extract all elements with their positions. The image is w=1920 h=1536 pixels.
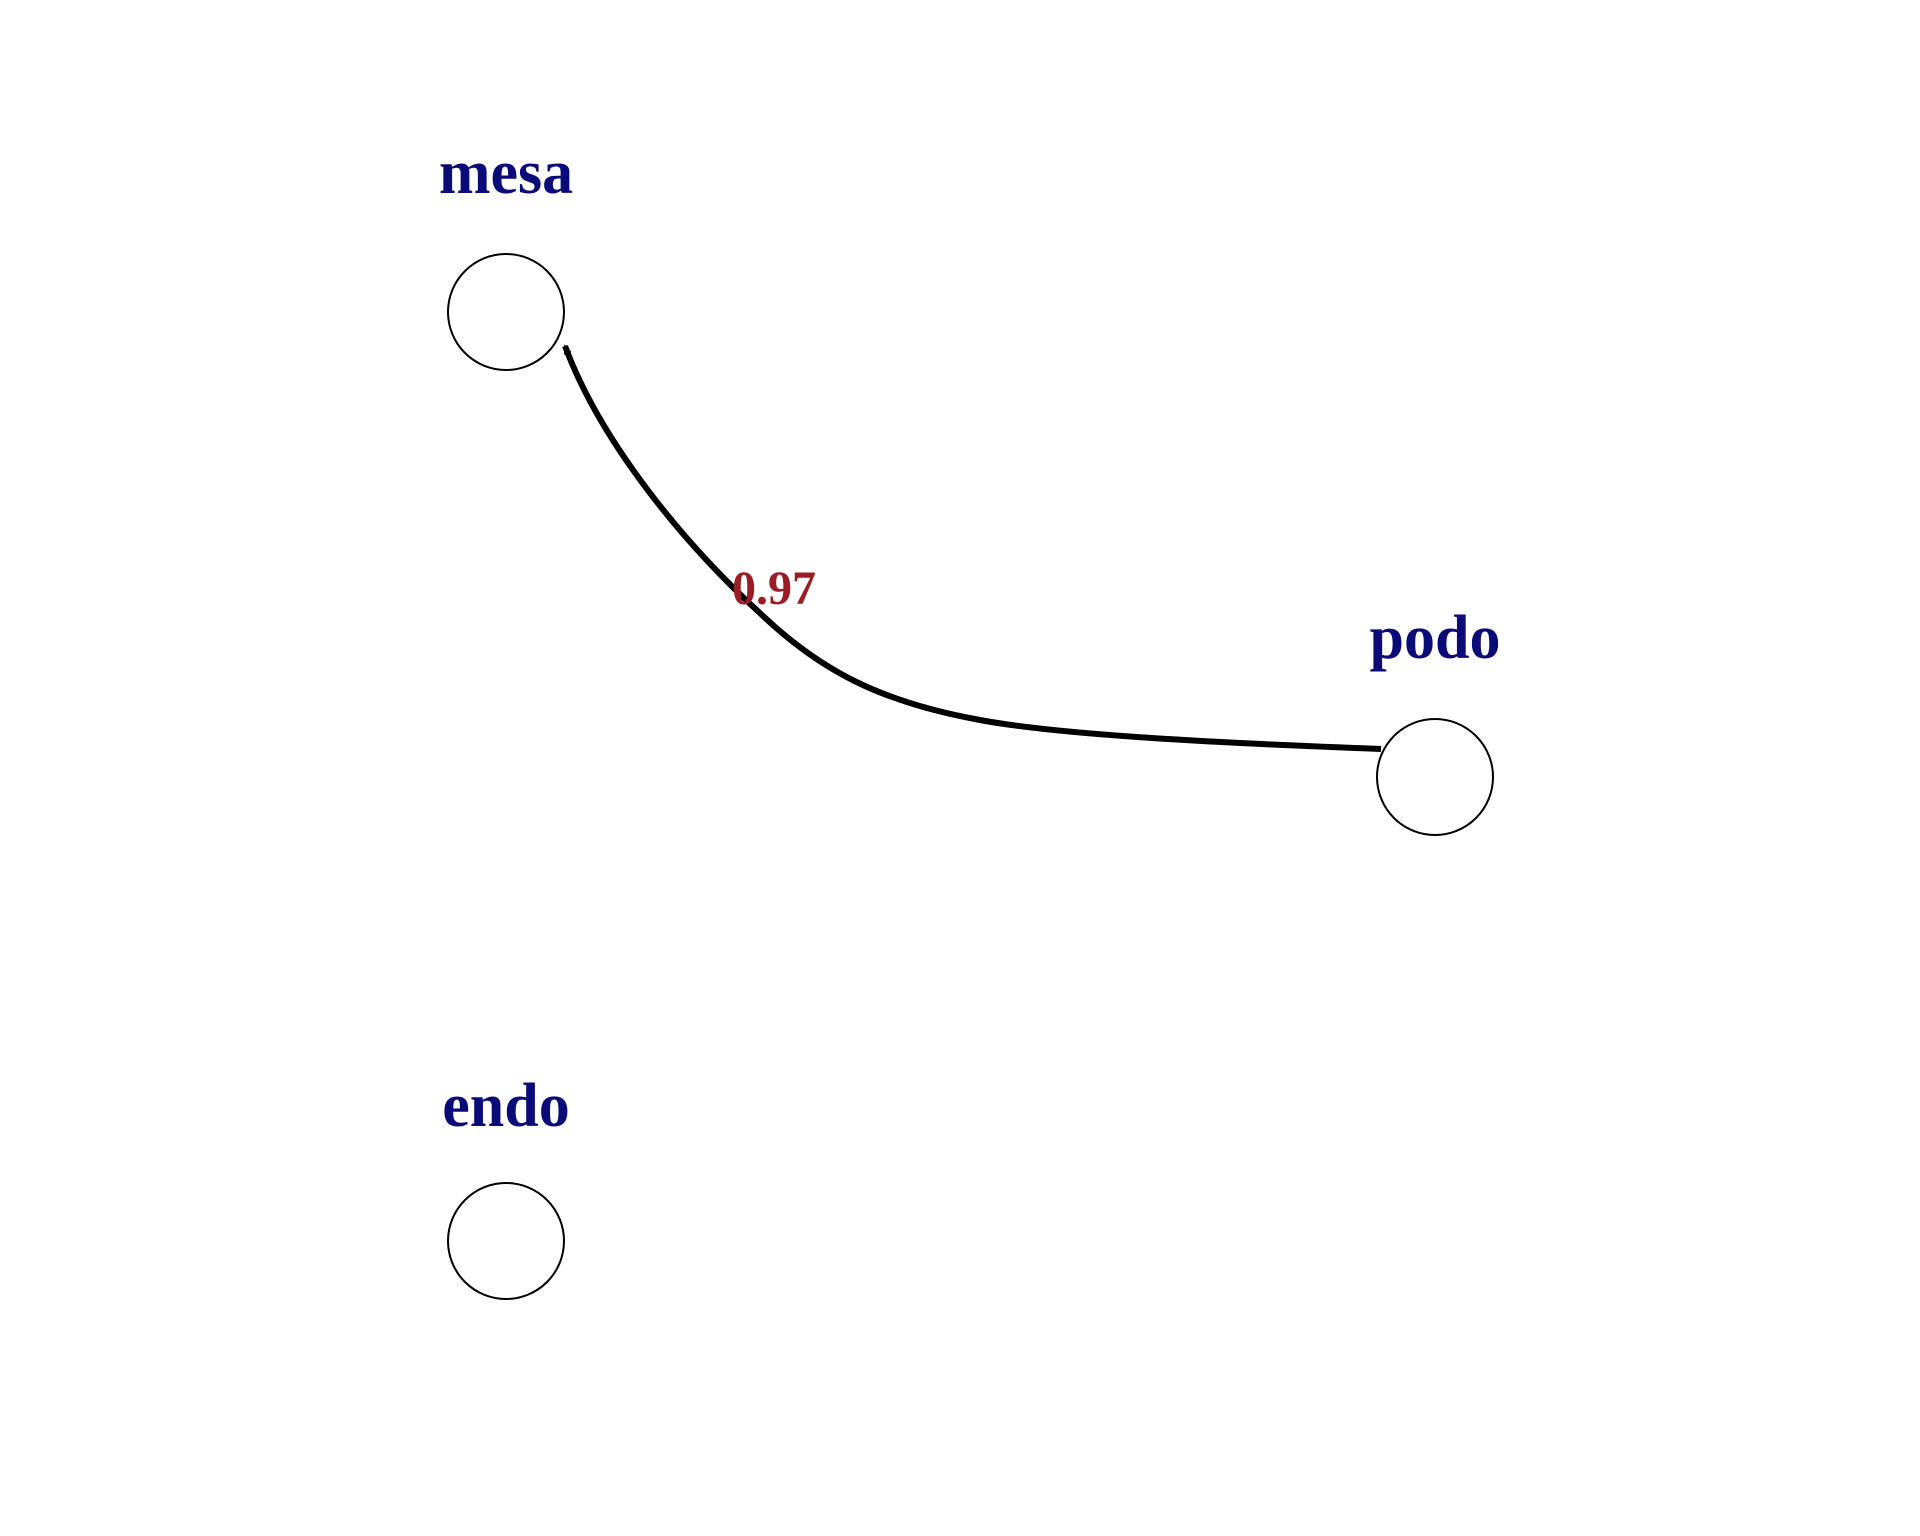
node-podo: podo [1370,604,1501,836]
node-mesa-circle [447,253,565,371]
node-endo-circle [447,1182,565,1300]
edge-podo-mesa-line [562,344,1382,752]
node-podo-label: podo [1370,604,1501,672]
node-mesa: mesa [439,139,573,371]
node-endo: endo [442,1072,570,1300]
node-mesa-label: mesa [439,139,573,207]
edge-podo-mesa: 0.97 [562,344,1382,752]
node-podo-circle [1376,718,1494,836]
edge-weight-label: 0.97 [732,562,816,615]
node-endo-label: endo [442,1072,569,1140]
